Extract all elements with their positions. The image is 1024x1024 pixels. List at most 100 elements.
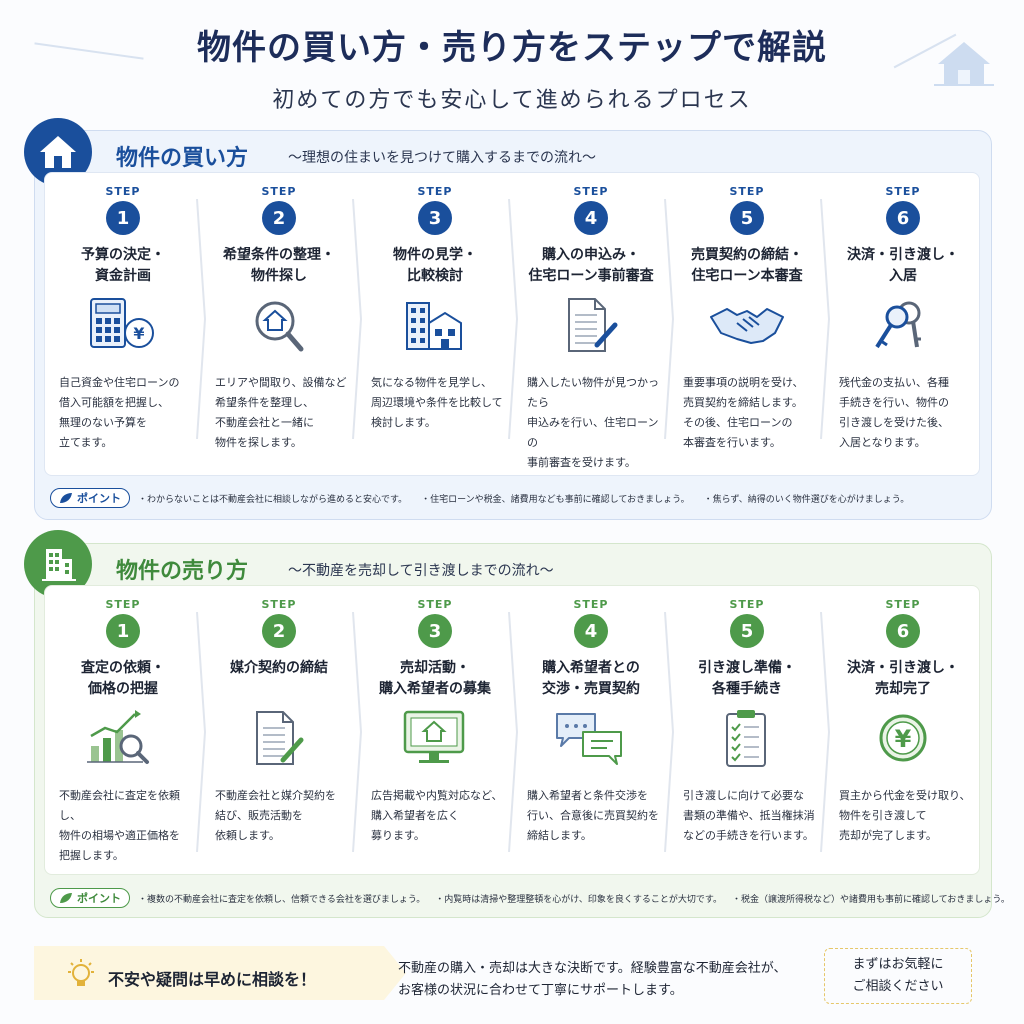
leaf-icon — [60, 493, 72, 503]
step-number: 6 — [886, 614, 920, 648]
document-pen-icon — [551, 293, 631, 359]
building-icon — [42, 549, 76, 581]
point-text: ・焦らず、納得のいく物件選びを心がけましょう。 — [703, 494, 910, 505]
step-2: STEP 2 媒介契約の締結不動産会社と媒介契約を 結び、販売活動を 依頼します。 — [201, 586, 357, 874]
buy-steps-card: STEP 1 予算の決定・ 資金計画 ¥ 自己資金や住宅ローンの 借入可能額を把握し、 … — [44, 172, 980, 476]
step-1: STEP 1 予算の決定・ 資金計画 ¥ 自己資金や住宅ローンの 借入可能額を把握し、 … — [45, 173, 201, 475]
step-title: 媒介契約の締結 — [230, 660, 328, 676]
step-number: 5 — [730, 201, 764, 235]
step-title: 売却活動・ 購入希望者の募集 — [379, 660, 491, 697]
buy-points-row: ポイント ・わからないことは不動産会社に相談しながら進めると安心です。 ・住宅ロ… — [50, 487, 980, 509]
step-label: STEP — [573, 185, 609, 198]
step-4: STEP 4 購入希望者との 交渉・売買契約購入希望者と条件交渉を 行い、合意後に売… — [513, 586, 669, 874]
house-icon — [934, 42, 994, 86]
step-arrow-icon — [819, 611, 831, 853]
step-title: 購入希望者との 交渉・売買契約 — [542, 660, 640, 697]
step-description: 購入したい物件が見つかったら 申込みを行い、住宅ローンの 事前審査を受けます。 — [527, 376, 659, 469]
step-arrow-icon — [507, 198, 519, 440]
step-description: 不動産会社と媒介契約を 結び、販売活動を 依頼します。 — [215, 789, 336, 842]
leaf-icon — [60, 893, 72, 903]
step-label: STEP — [729, 185, 765, 198]
step-5: STEP 5 引き渡し準備・ 各種手続き引き渡しに向けて必要な 書類の準備や、抵当権… — [669, 586, 825, 874]
step-description: 引き渡しに向けて必要な 書類の準備や、抵当権抹消 などの手続きを行います。 — [683, 789, 815, 842]
step-arrow-icon — [351, 198, 363, 440]
step-description: 気になる物件を見学し、 周辺環境や条件を比較して 検討します。 — [371, 376, 503, 429]
contract-pen-icon — [239, 706, 319, 772]
step-description: 残代金の支払い、各種 手続きを行い、物件の 引き渡しを受けた後、 入居となります… — [839, 376, 949, 449]
step-description: 購入希望者と条件交渉を 行い、合意後に売買契約を 締結します。 — [527, 789, 659, 842]
step-number: 1 — [106, 614, 140, 648]
svg-text:¥: ¥ — [895, 725, 912, 753]
step-title: 予算の決定・ 資金計画 — [81, 247, 165, 284]
step-title: 購入の申込み・ 住宅ローン事前審査 — [528, 247, 654, 284]
step-3: STEP 3 売却活動・ 購入希望者の募集広告掲載や内覧対応など、 購入希望者を広く… — [357, 586, 513, 874]
page-title: 物件の買い方・売り方をステップで解説 — [197, 28, 827, 68]
step-label: STEP — [261, 185, 297, 198]
step-label: STEP — [573, 598, 609, 611]
yen-coin-icon: ¥ — [863, 706, 943, 772]
buy-section-title: 物件の買い方 — [116, 146, 249, 171]
step-arrow-icon — [195, 198, 207, 440]
step-label: STEP — [417, 185, 453, 198]
step-label: STEP — [261, 598, 297, 611]
step-label: STEP — [729, 598, 765, 611]
magnifier-house-icon — [239, 293, 319, 359]
step-label: STEP — [885, 185, 921, 198]
point-text: ・わからないことは不動産会社に相談しながら進めると安心です。 — [138, 494, 408, 505]
step-arrow-icon — [195, 611, 207, 853]
step-number: 4 — [574, 201, 608, 235]
step-number: 5 — [730, 614, 764, 648]
house-icon — [40, 136, 76, 168]
step-title: 決済・引き渡し・ 売却完了 — [847, 660, 959, 697]
lightbulb-icon — [68, 959, 94, 986]
checklist-clipboard-icon — [707, 706, 787, 772]
point-text: ・税金（譲渡所得税など）や諸費用も事前に確認しておきましょう。 — [731, 894, 1010, 905]
step-title: 決済・引き渡し・ 入居 — [847, 247, 959, 284]
step-description: 重要事項の説明を受け、 売買契約を締結します。 その後、住宅ローンの 本審査を行… — [683, 376, 804, 449]
handshake-icon — [707, 293, 787, 359]
consult-cta-box[interactable]: まずはお気軽に ご相談ください — [824, 948, 972, 1004]
sell-points-row: ポイント ・複数の不動産会社に査定を依頼し、信頼できる会社を選びましょう。 ・内… — [50, 887, 1010, 909]
step-number: 4 — [574, 614, 608, 648]
step-description: 不動産会社に査定を依頼し、 物件の相場や適正価格を 把握します。 — [59, 789, 180, 862]
buy-section-subtitle: 〜理想の住まいを見つけて購入するまでの流れ〜 — [288, 150, 596, 166]
point-text: ・内覧時は清掃や整理整頓を心がけ、印象を良くすることが大切です。 — [435, 894, 722, 905]
step-title: 引き渡し準備・ 各種手続き — [698, 660, 796, 697]
step-description: 広告掲載や内覧対応など、 購入希望者を広く 募ります。 — [371, 789, 503, 842]
step-number: 3 — [418, 614, 452, 648]
chat-bubbles-icon — [551, 706, 631, 772]
step-5: STEP 5 売買契約の締結・ 住宅ローン本審査重要事項の説明を受け、 売買契約を締… — [669, 173, 825, 475]
point-badge: ポイント — [50, 488, 130, 508]
step-title: 希望条件の整理・ 物件探し — [223, 247, 335, 284]
step-number: 3 — [418, 201, 452, 235]
step-label: STEP — [417, 598, 453, 611]
step-number: 1 — [106, 201, 140, 235]
step-label: STEP — [885, 598, 921, 611]
point-label: ポイント — [77, 892, 121, 905]
footer-title: 不安や疑問は早めに相談を！ — [108, 970, 317, 989]
point-text: ・複数の不動産会社に査定を依頼し、信頼できる会社を選びましょう。 — [138, 894, 426, 905]
page-subtitle: 初めての方でも安心して進められるプロセス — [272, 88, 752, 113]
calculator-yen-icon: ¥ — [83, 293, 163, 359]
page-header: 物件の買い方・売り方をステップで解説 初めての方でも安心して進められるプロセス — [0, 0, 1024, 120]
chart-magnifier-icon — [83, 706, 163, 772]
step-number: 6 — [886, 201, 920, 235]
step-label: STEP — [105, 185, 141, 198]
buy-section-badge — [24, 118, 92, 186]
footer-text: 不動産の購入・売却は大きな決断です。経験豊富な不動産会社が、 お客様の状況に合わ… — [398, 961, 787, 998]
sell-section-subtitle: 〜不動産を売却して引き渡しまでの流れ〜 — [288, 563, 554, 579]
step-arrow-icon — [819, 198, 831, 440]
step-arrow-icon — [663, 198, 675, 440]
step-arrow-icon — [663, 611, 675, 853]
step-title: 売買契約の締結・ 住宅ローン本審査 — [691, 247, 803, 284]
footer-callout-arrow — [384, 946, 406, 1000]
step-description: 自己資金や住宅ローンの 借入可能額を把握し、 無理のない予算を 立てます。 — [59, 376, 180, 449]
step-description: 買主から代金を受け取り、 物件を引き渡して 売却が完了します。 — [839, 789, 971, 842]
svg-text:¥: ¥ — [133, 324, 144, 343]
point-label: ポイント — [77, 492, 121, 505]
step-number: 2 — [262, 614, 296, 648]
